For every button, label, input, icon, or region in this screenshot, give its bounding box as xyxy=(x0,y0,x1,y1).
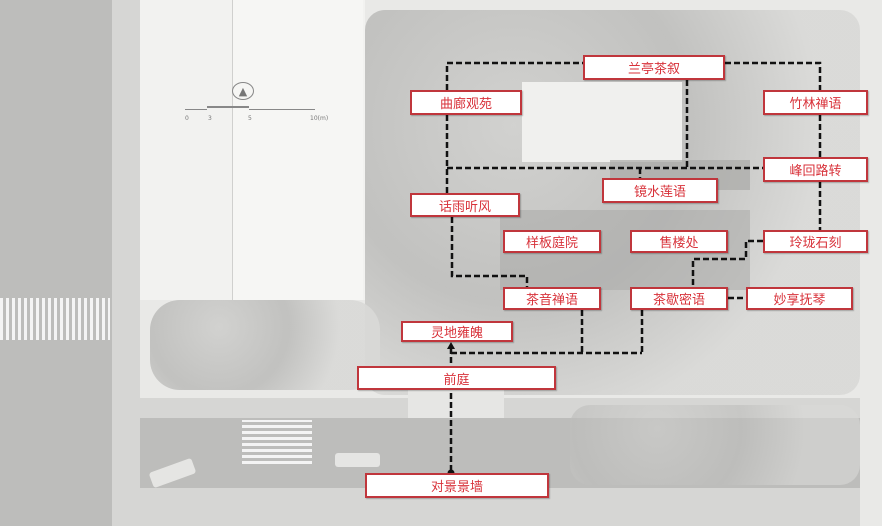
label-chayin: 茶音禅语 xyxy=(503,287,601,310)
label-huayu: 话雨听风 xyxy=(410,193,520,217)
car-2 xyxy=(335,453,380,467)
scale-tick: 3 xyxy=(208,115,212,122)
label-chaxie: 茶歇密语 xyxy=(630,287,728,310)
building-outline xyxy=(232,0,363,300)
label-linglong: 玲珑石刻 xyxy=(763,230,868,253)
scale-tick: 5 xyxy=(248,115,252,122)
parking-trees xyxy=(570,405,860,485)
arrow-up-icon xyxy=(447,342,455,349)
crosswalk-bottom xyxy=(242,420,312,464)
label-lingdi: 灵地雍魄 xyxy=(401,321,513,342)
label-jingshui: 镜水莲语 xyxy=(602,178,718,203)
pond xyxy=(522,82,682,162)
scale-bar xyxy=(185,106,315,112)
label-shoulou: 售楼处 xyxy=(630,230,728,253)
scale-tick: 0 xyxy=(185,115,189,122)
label-fenghui: 峰回路转 xyxy=(763,157,868,182)
label-zhulin: 竹林禅语 xyxy=(763,90,868,115)
label-miaoxiang: 妙享抚琴 xyxy=(746,287,853,310)
label-duijing: 对景景墙 xyxy=(365,473,549,498)
crosswalk-left xyxy=(0,298,110,340)
label-yangban: 样板庭院 xyxy=(503,230,601,253)
label-qulang: 曲廊观苑 xyxy=(410,90,522,115)
route-segment xyxy=(691,239,763,287)
route-segment xyxy=(445,61,583,90)
route-segment xyxy=(725,61,822,90)
route-segment xyxy=(450,217,529,287)
label-qianting: 前庭 xyxy=(357,366,556,390)
label-lanting: 兰亭茶叙 xyxy=(583,55,725,80)
road-left xyxy=(0,0,112,526)
route-segment xyxy=(451,310,644,355)
forecourt-plaza xyxy=(408,388,504,418)
scale-tick: 10(m) xyxy=(310,115,329,122)
north-arrow-icon: ▲ xyxy=(232,82,254,100)
greenery-west xyxy=(150,300,380,390)
sidewalk-left xyxy=(112,0,140,526)
